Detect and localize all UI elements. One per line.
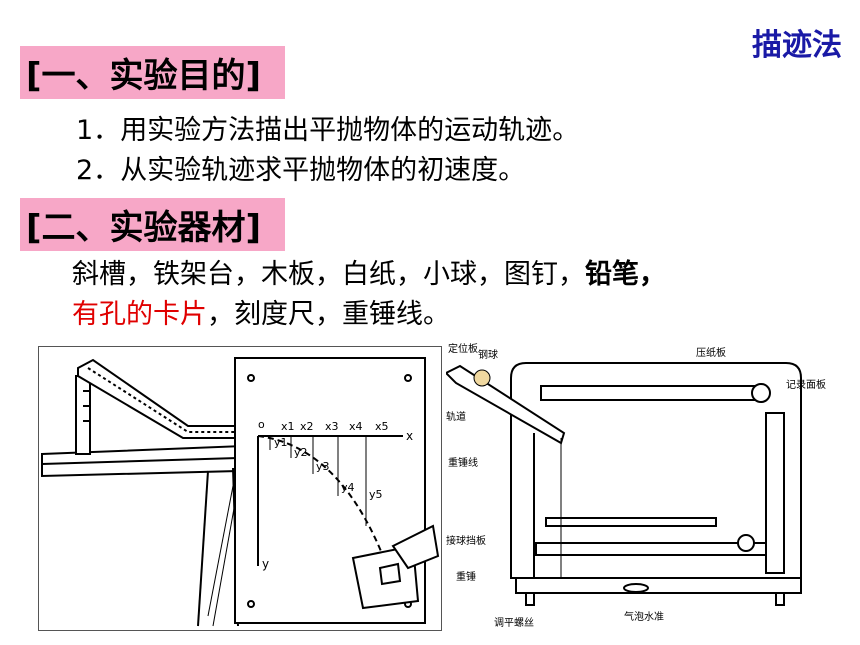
y1-label: y1 — [274, 436, 288, 449]
label-level-screw: 调平螺丝 — [494, 617, 534, 629]
item-emphasis: 初速度 — [417, 155, 499, 186]
item-number: 1． — [76, 115, 121, 146]
equipment-list: 斜槽，铁架台，木板，白纸，小球，图钉， — [72, 259, 585, 290]
y5-label: y5 — [369, 488, 383, 501]
trajectory-apparatus-figure: o x y x1 x2 x3 x4 x5 y1 y2 y3 y4 y5 — [38, 346, 442, 631]
equipment-pencil: 铅笔， — [585, 259, 666, 290]
section-heading-equipment: [二、实验器材] — [20, 198, 286, 251]
label-steel-ball: 钢球 — [478, 348, 498, 361]
x2-label: x2 — [300, 420, 314, 433]
equipment-card-with-hole: 有孔的卡片 — [72, 299, 207, 330]
board-drawing — [234, 357, 440, 624]
label-record-board: 记录面板 — [786, 378, 826, 391]
method-title: 描迹法 — [752, 28, 842, 63]
y3-label: y3 — [316, 460, 330, 473]
section-heading-purpose: [一、实验目的] — [20, 46, 286, 99]
iron-stand-drawing — [75, 375, 91, 455]
y2-label: y2 — [294, 446, 308, 459]
apparatus-drawing — [446, 362, 802, 606]
item-number: 2． — [76, 155, 121, 186]
label-weight: 重锤 — [456, 570, 476, 583]
item-text: 用实验方法描出平抛物体的 — [120, 115, 445, 146]
y4-label: y4 — [341, 481, 355, 494]
label-press-plate: 压纸板 — [696, 346, 726, 359]
equipment-line-2: 有孔的卡片，刻度尺，重锤线。 — [72, 292, 450, 331]
y-axis-label: y — [262, 557, 269, 571]
item-tail: 。 — [552, 115, 580, 146]
label-track: 轨道 — [446, 410, 466, 423]
apparatus-diagram-figure: 定位板 钢球 轨道 重锤线 接球挡板 重锤 调平螺丝 气泡水准 压纸板 记录面板 — [446, 342, 826, 629]
label-plumb-line: 重锤线 — [448, 456, 478, 469]
steel-ball — [473, 369, 491, 387]
label-ball-catcher: 接球挡板 — [446, 534, 486, 547]
x-axis-label: x — [406, 429, 413, 443]
item-emphasis: 运动轨迹 — [444, 115, 553, 146]
purpose-item-2: 2．从实验轨迹求平抛物体的初速度。 — [76, 148, 525, 187]
item-tail: 。 — [498, 155, 526, 186]
origin-label: o — [258, 418, 265, 431]
x5-label: x5 — [375, 420, 389, 433]
purpose-item-1: 1．用实验方法描出平抛物体的运动轨迹。 — [76, 108, 579, 147]
equipment-line-1: 斜槽，铁架台，木板，白纸，小球，图钉，铅笔， — [72, 252, 666, 291]
x1-label: x1 — [281, 420, 295, 433]
label-positioning-plate: 定位板 — [448, 342, 478, 355]
x3-label: x3 — [325, 420, 339, 433]
equipment-list-rest: ，刻度尺，重锤线。 — [207, 299, 450, 330]
item-text: 从实验轨迹求平抛物体的 — [120, 155, 418, 186]
x4-label: x4 — [349, 420, 363, 433]
label-bubble-level: 气泡水准 — [624, 610, 664, 623]
